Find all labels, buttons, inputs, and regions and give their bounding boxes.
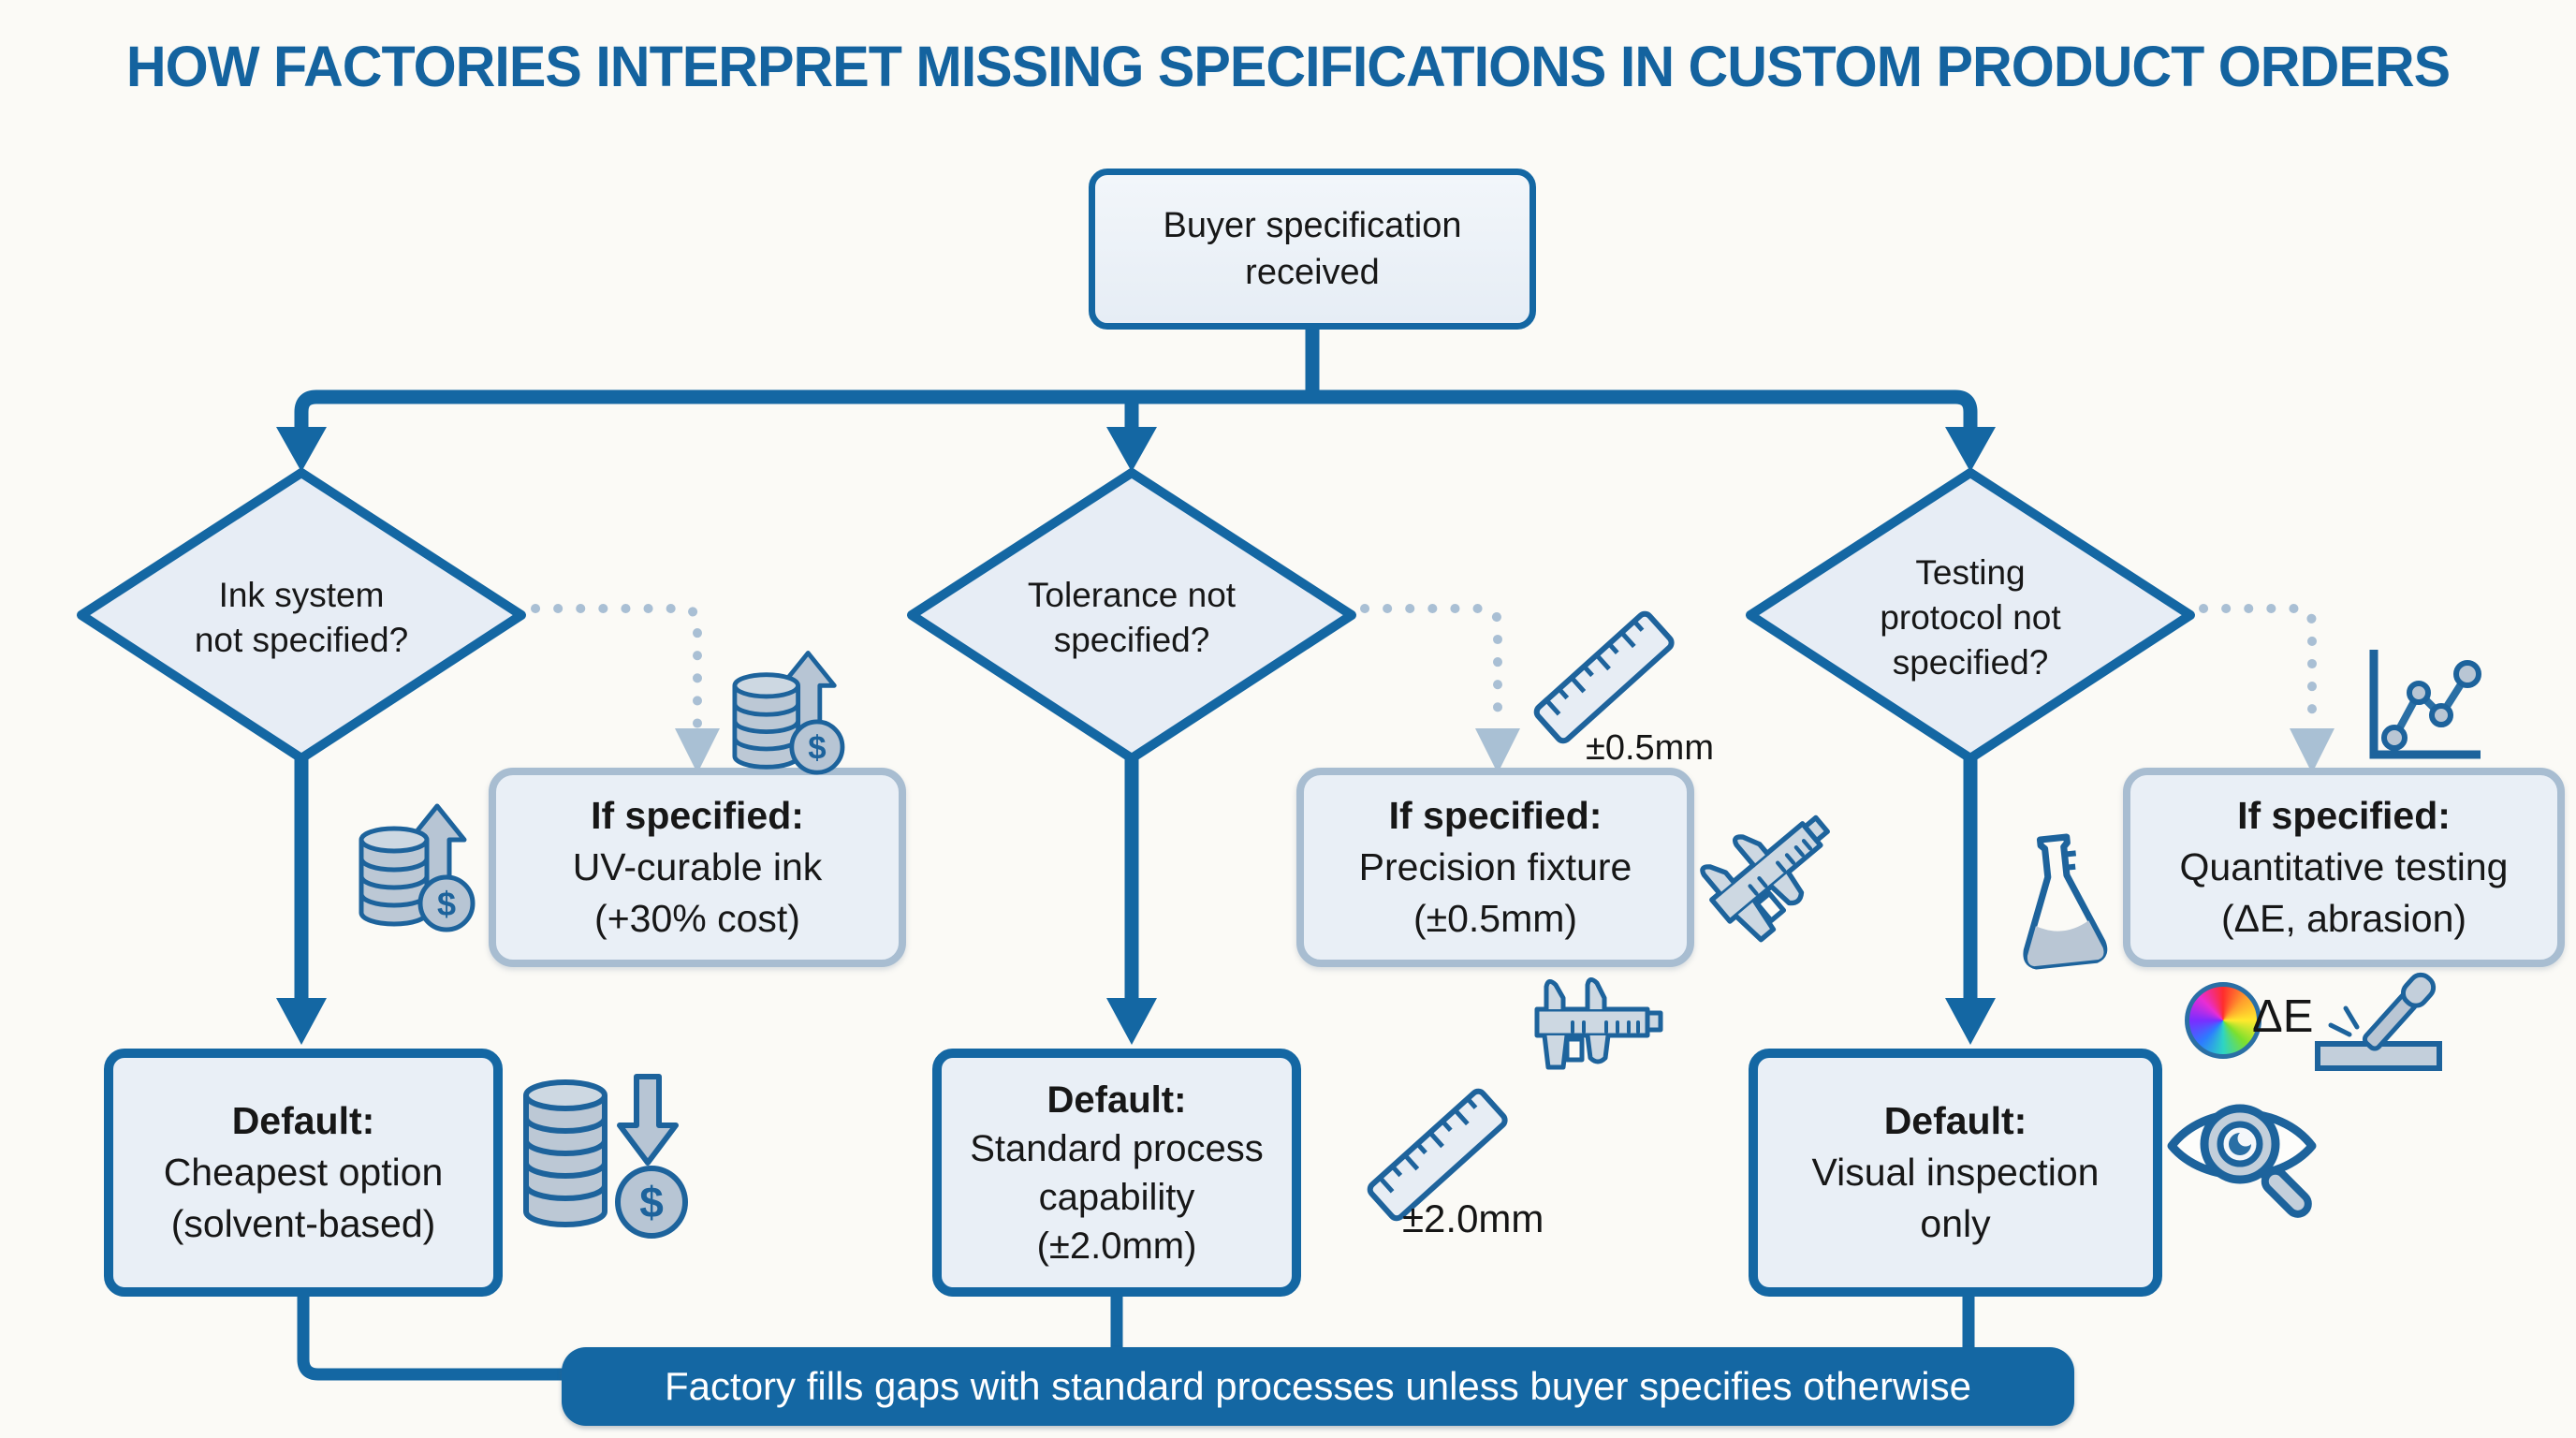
- tolerance-fine-label: ±0.5mm: [1586, 728, 1714, 768]
- arrowhead-icon: [1106, 998, 1157, 1045]
- flask-icon: [2009, 829, 2112, 971]
- decision-diamond-testing: [1746, 468, 2195, 763]
- light-arrowhead-icon: [1475, 728, 1520, 773]
- eye-magnifier-icon: [2167, 1104, 2317, 1218]
- if-specified-heading: If specified:: [591, 794, 804, 837]
- arrowhead-icon: [1945, 427, 1996, 472]
- start-node-line: Buyer specification: [1163, 206, 1462, 245]
- dotted-connector-2: [2199, 604, 2317, 731]
- conclusion-banner-text: Factory fills gaps with standard process…: [665, 1364, 1971, 1408]
- default-box-tolerance: Default: Standard process capability (±2…: [932, 1049, 1301, 1297]
- dollar-glyph: $: [808, 730, 826, 767]
- dotted-connector-1: [1360, 604, 1502, 731]
- decision-diamond-ink: [77, 468, 526, 763]
- if-specified-heading: If specified:: [2237, 794, 2451, 837]
- coins-up-arrow-icon: $: [359, 803, 476, 932]
- arrowhead-icon: [1945, 998, 1996, 1045]
- dollar-glyph: $: [437, 885, 456, 923]
- connector-banner-left: [297, 1297, 565, 1381]
- conclusion-banner: Factory fills gaps with standard process…: [562, 1347, 2074, 1426]
- caliper-icon: [1534, 977, 1663, 1070]
- tolerance-coarse-label: ±2.0mm: [1402, 1196, 1544, 1240]
- light-arrowhead-icon: [2290, 728, 2334, 773]
- decision-diamond-tolerance: [907, 468, 1356, 763]
- ruler-icon: [1526, 604, 1685, 754]
- ruler-icon: [1359, 1077, 1518, 1236]
- start-node: Buyer specification received: [1089, 169, 1536, 330]
- light-arrowhead-icon: [675, 728, 720, 773]
- start-node-line: received: [1245, 253, 1380, 292]
- if-specified-heading: If specified:: [1388, 794, 1603, 837]
- default-heading: Default:: [1883, 1099, 2027, 1142]
- dollar-glyph: $: [639, 1178, 664, 1226]
- arrowhead-icon: [276, 427, 327, 472]
- page-title: HOW FACTORIES INTERPRET MISSING SPECIFIC…: [125, 35, 2451, 98]
- dotted-connector-0: [531, 604, 702, 731]
- default-box-testing: Default: Visual inspection only: [1749, 1049, 2162, 1297]
- if-specified-box-testing: If specified: Quantitative testing (ΔE, …: [2123, 768, 2565, 967]
- if-specified-box-ink: If specified: UV-curable ink (+30% cost): [489, 768, 906, 967]
- line-chart-icon: [2369, 650, 2481, 759]
- arrowhead-icon: [276, 998, 327, 1045]
- caliper-icon: [1700, 800, 1844, 943]
- abrasion-test-icon: [2315, 972, 2442, 1071]
- if-specified-box-tolerance: If specified: Precision fixture (±0.5mm): [1296, 768, 1694, 967]
- color-wheel-icon: [2185, 982, 2261, 1059]
- decision-label-testing: Testing protocol not specified?: [1880, 553, 2061, 682]
- decision-label-ink: Ink system not specified?: [194, 576, 409, 659]
- default-box-ink: Default: Cheapest option (solvent-based): [104, 1049, 503, 1297]
- default-heading: Default:: [1046, 1078, 1187, 1121]
- coins-up-arrow-icon: $: [732, 651, 845, 775]
- coins-down-arrow-icon: $: [523, 1074, 688, 1239]
- default-heading: Default:: [231, 1099, 375, 1142]
- arrowhead-icon: [1106, 427, 1157, 472]
- decision-label-tolerance: Tolerance not specified?: [1027, 576, 1237, 659]
- delta-e-label: ΔE: [2252, 991, 2314, 1042]
